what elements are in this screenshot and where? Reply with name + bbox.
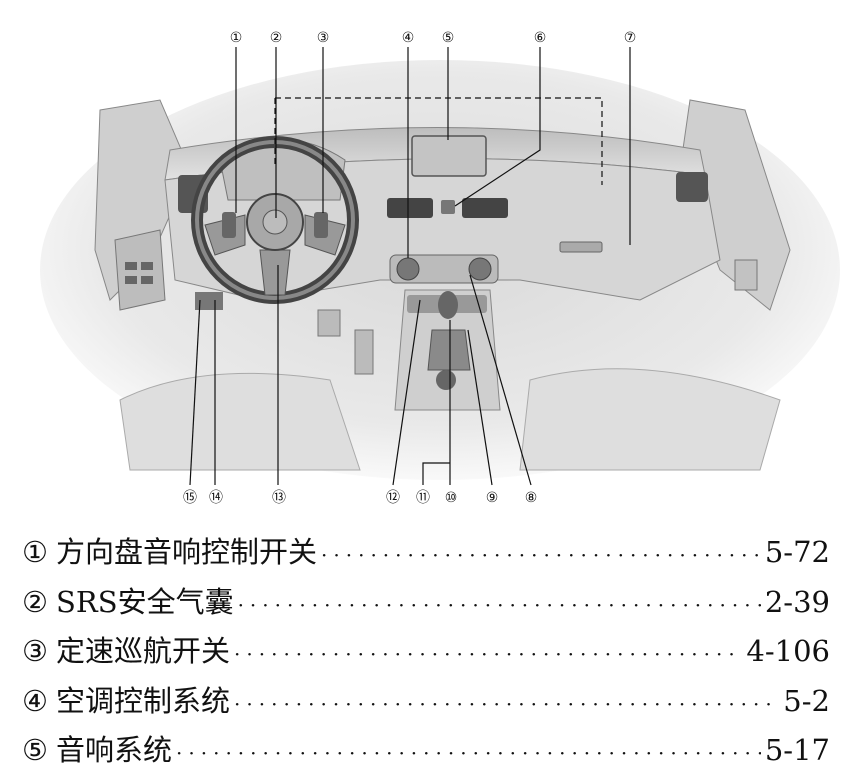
brake-pedal	[317, 309, 341, 337]
leader-line-9	[467, 329, 493, 486]
right-door-panel	[679, 99, 791, 311]
dot-leader: ········································…	[176, 741, 761, 765]
leader-line-11	[422, 462, 450, 485]
index-row[interactable]: ④ 空调控制系统 ·······························…	[22, 677, 830, 727]
component-index: ① 方向盘音响控制开关 ····························…	[22, 528, 830, 776]
callout-7: ⑦	[624, 30, 637, 46]
window-switch	[125, 276, 137, 284]
airbag-region-bracket	[275, 97, 603, 185]
callout-10: ⑩	[445, 490, 458, 506]
shift-boot	[427, 329, 471, 371]
callout-9: ⑨	[486, 490, 499, 506]
leader-line-15	[189, 299, 201, 486]
index-row[interactable]: ⑤ 音响系统 ·································…	[22, 726, 830, 776]
glove-box-handle	[559, 241, 603, 253]
center-vent-right	[462, 198, 508, 218]
dashboard-illustration: ① ② ③ ④ ⑤ ⑥ ⑦ ⑮ ⑭ ⑬ ⑫ ⑪ ⑩ ⑨ ⑧	[40, 30, 840, 506]
callout-13: ⑬	[272, 490, 286, 506]
climate-knob-left	[396, 257, 420, 281]
cruise-switch-cluster	[314, 212, 328, 238]
hazard-switch	[441, 200, 455, 214]
left-window-switches	[114, 229, 166, 311]
lower-switch-panel	[195, 292, 223, 310]
center-vent-left	[387, 198, 433, 218]
passenger-seat	[519, 368, 781, 471]
driver-seat	[119, 372, 361, 471]
dot-leader: ········································…	[321, 543, 761, 567]
index-number: ②	[22, 584, 48, 619]
callout-2: ②	[270, 30, 283, 46]
index-number: ④	[22, 683, 48, 718]
index-label: 空调控制系统	[56, 683, 231, 718]
steering-spoke-bottom	[259, 249, 291, 296]
callout-12: ⑫	[386, 490, 400, 506]
callout-4: ④	[402, 30, 415, 46]
window-switch	[125, 262, 137, 270]
audio-switch-cluster	[222, 212, 236, 238]
callout-14: ⑭	[209, 490, 223, 506]
callout-6: ⑥	[534, 30, 547, 46]
leader-line-8	[469, 274, 532, 486]
index-page-ref[interactable]: 5-2	[783, 683, 830, 718]
dot-leader: ········································…	[234, 642, 742, 666]
callout-1: ①	[230, 30, 243, 46]
index-number: ⑤	[22, 733, 48, 767]
index-label: 音响系统	[56, 733, 173, 767]
leader-line-6	[454, 47, 541, 207]
window-switch	[141, 262, 153, 270]
index-label: SRS安全气囊	[56, 584, 234, 619]
index-page-ref[interactable]: 5-17	[764, 733, 830, 767]
index-row[interactable]: ② SRS安全气囊 ······························…	[22, 578, 830, 628]
index-page-ref[interactable]: 2-39	[764, 584, 830, 619]
accelerator-pedal	[354, 329, 374, 375]
dashboard-drawing: ① ② ③ ④ ⑤ ⑥ ⑦ ⑮ ⑭ ⑬ ⑫ ⑪ ⑩ ⑨ ⑧	[40, 30, 840, 506]
index-number: ①	[22, 535, 48, 569]
index-number: ③	[22, 634, 48, 668]
commander-knob	[436, 370, 456, 390]
right-window-switch	[734, 259, 758, 291]
callout-11: ⑪	[416, 490, 430, 506]
index-label: 方向盘音响控制开关	[56, 535, 318, 569]
callout-8: ⑧	[525, 490, 538, 506]
callout-5: ⑤	[442, 30, 455, 46]
dot-leader: ········································…	[234, 691, 779, 716]
leader-line-12	[392, 299, 421, 486]
index-row[interactable]: ① 方向盘音响控制开关 ····························…	[22, 528, 830, 578]
index-row[interactable]: ③ 定速巡航开关 ·······························…	[22, 627, 830, 677]
center-display	[411, 135, 487, 177]
callout-3: ③	[317, 30, 330, 46]
index-page-ref[interactable]: 5-72	[764, 535, 830, 569]
steering-logo	[262, 209, 288, 235]
callout-15: ⑮	[183, 490, 197, 506]
shift-knob	[438, 291, 458, 319]
right-air-vent	[676, 172, 708, 202]
index-page-ref[interactable]: 4-106	[746, 634, 830, 668]
climate-knob-right	[468, 257, 492, 281]
index-label: 定速巡航开关	[56, 634, 231, 668]
dot-leader: ········································…	[237, 592, 761, 617]
window-switch	[141, 276, 153, 284]
